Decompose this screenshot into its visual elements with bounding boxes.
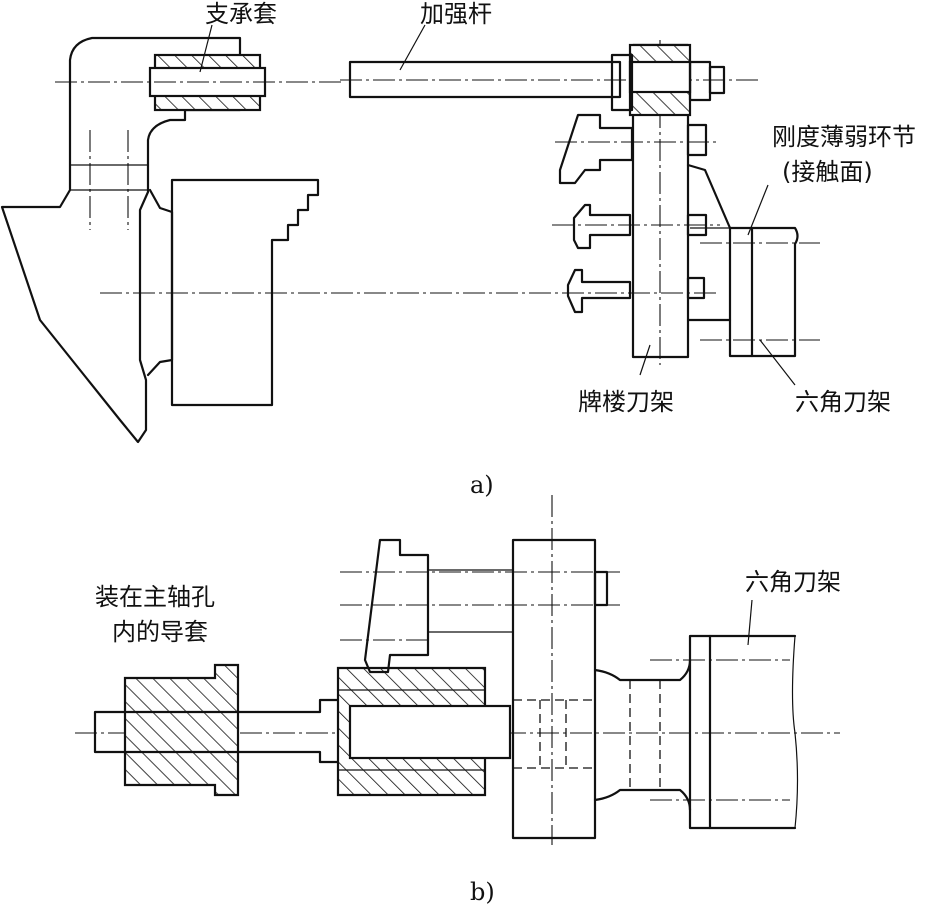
label-guide-sleeve-line1: 装在主轴孔 xyxy=(95,583,215,611)
figure-a: 支承套 加强杆 刚度薄弱环节 (接触面) 牌楼刀架 六角刀架 a) xyxy=(0,0,916,499)
label-gantry-tool-holder: 牌楼刀架 xyxy=(578,388,674,416)
label-contact-surface: (接触面) xyxy=(782,158,873,186)
bracket xyxy=(686,163,732,322)
label-support-sleeve: 支承套 xyxy=(205,0,277,28)
connecting-neck xyxy=(593,658,692,812)
tool-post xyxy=(363,538,430,674)
headstock-body xyxy=(0,36,242,444)
tool-post-upper xyxy=(558,113,634,185)
tool-holder-block xyxy=(511,538,597,840)
label-weak-stiffness: 刚度薄弱环节 xyxy=(772,123,916,151)
label-guide-sleeve-line2: 内的导套 xyxy=(112,618,208,646)
label-hexagon-tool-holder-b: 六角刀架 xyxy=(745,568,841,596)
hexagon-tool-holder-b xyxy=(688,634,712,830)
label-hexagon-tool-holder-a: 六角刀架 xyxy=(795,388,891,416)
caption-a: a) xyxy=(470,471,494,499)
caption-b: b) xyxy=(470,878,495,906)
hexagon-tool-holder xyxy=(728,226,754,358)
bolt-lower xyxy=(566,268,632,314)
guide-sleeve xyxy=(123,663,240,797)
bolt-middle xyxy=(572,203,632,250)
headstock-inner xyxy=(146,188,174,377)
label-reinforcing-rod: 加强杆 xyxy=(420,0,492,28)
figure-b: 装在主轴孔 内的导套 六角刀架 b) xyxy=(75,495,841,906)
chuck xyxy=(170,178,320,407)
